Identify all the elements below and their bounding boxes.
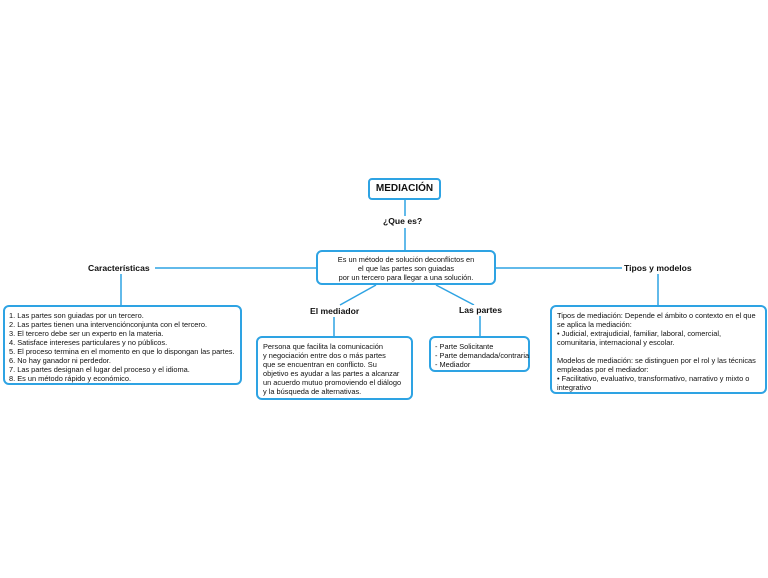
caracteristica-item: 3. El tercero debe ser un experto en la … bbox=[9, 329, 164, 338]
caracteristica-item: 1. Las partes son guiadas por un tercero… bbox=[9, 311, 144, 320]
caracteristica-item: 2. Las partes tienen una intervencióncon… bbox=[9, 320, 208, 329]
caracteristicas-label[interactable]: Características bbox=[86, 263, 152, 274]
caracteristica-item: 5. El proceso termina en el momento en q… bbox=[9, 347, 235, 356]
partes-item: - Mediador bbox=[435, 360, 471, 369]
tipos-list: • Judicial, extrajudicial, familiar, lab… bbox=[557, 329, 722, 347]
tipos-paragraph: Tipos de mediación: Depende el ámbito o … bbox=[557, 311, 756, 329]
mediador-line: y negociación entre dos o más partes bbox=[263, 351, 386, 360]
question-label[interactable]: ¿Que es? bbox=[381, 216, 425, 227]
connector-definition-partes bbox=[435, 284, 475, 306]
definition-line: por un tercero para llegar a una solució… bbox=[338, 273, 474, 282]
definition-node[interactable]: Es un método de solución deconflictos en… bbox=[316, 250, 496, 285]
tipos-node[interactable]: Tipos de mediación: Depende el ámbito o … bbox=[550, 305, 767, 394]
mediador-line: y la búsqueda de alternativas. bbox=[263, 387, 362, 396]
caracteristica-item: 7. Las partes designan el lugar del proc… bbox=[9, 365, 190, 374]
paragraph-spacer bbox=[557, 347, 760, 356]
caracteristicas-node[interactable]: 1. Las partes son guiadas por un tercero… bbox=[3, 305, 242, 385]
definition-line: el que las partes son guiadas bbox=[357, 264, 455, 273]
partes-node[interactable]: - Parte Solicitante - Parte demandada/co… bbox=[429, 336, 530, 372]
connector-definition-mediador bbox=[339, 284, 377, 306]
mediador-line: Persona que facilita la comunicación bbox=[263, 342, 383, 351]
caracteristica-item: 6. No hay ganador ni perdedor. bbox=[9, 356, 111, 365]
partes-item: - Parte demandada/contraria bbox=[435, 351, 530, 360]
caracteristica-item: 8. Es un método rápido y económico. bbox=[9, 374, 132, 383]
modelos-list: • Facilitativo, evaluativo, transformati… bbox=[557, 374, 750, 392]
caracteristica-item: 4. Satisface intereses particulares y no… bbox=[9, 338, 168, 347]
mediador-label[interactable]: El mediador bbox=[308, 306, 362, 317]
tipos-label[interactable]: Tipos y modelos bbox=[622, 263, 694, 274]
mediador-node[interactable]: Persona que facilita la comunicación y n… bbox=[256, 336, 413, 400]
mediador-line: un acuerdo mutuo promoviendo el diálogo bbox=[263, 378, 402, 387]
mediador-line: objetivo es ayudar a las partes a alcanz… bbox=[263, 369, 400, 378]
partes-label[interactable]: Las partes bbox=[457, 305, 504, 316]
partes-item: - Parte Solicitante bbox=[435, 342, 494, 351]
mediador-line: que se encuentran en conflicto. Su bbox=[263, 360, 377, 369]
root-node-mediacion[interactable]: MEDIACIÓN bbox=[368, 178, 441, 200]
definition-line: Es un método de solución deconflictos en bbox=[337, 255, 475, 264]
modelos-paragraph: Modelos de mediación: se distinguen por … bbox=[557, 356, 756, 374]
